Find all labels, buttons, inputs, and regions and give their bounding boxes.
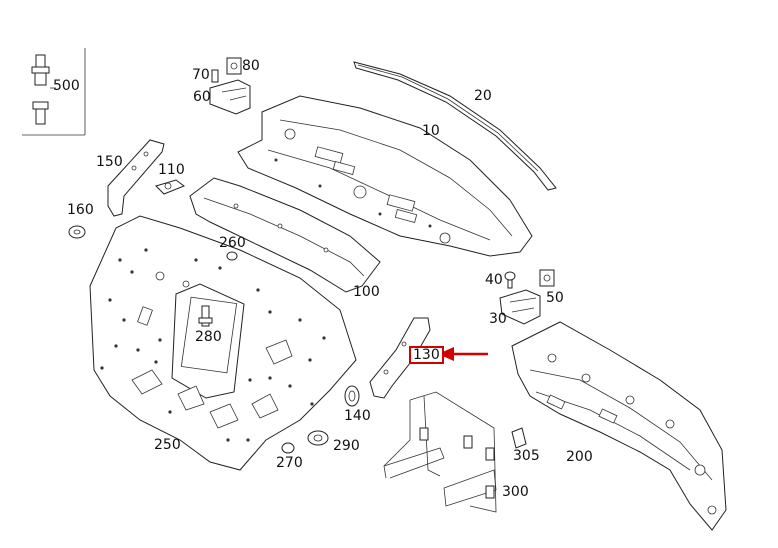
part-20-rail <box>353 61 557 191</box>
part-280-bolt <box>198 305 213 327</box>
part-500-inset <box>22 48 86 136</box>
part-30-bracket <box>499 289 541 325</box>
part-label-200[interactable]: 200 <box>566 449 593 465</box>
part-label-140[interactable]: 140 <box>344 408 371 424</box>
part-label-290[interactable]: 290 <box>333 438 360 454</box>
part-label-110[interactable]: 110 <box>158 162 185 178</box>
part-10-shelf <box>237 95 533 257</box>
part-160-grommet <box>68 225 86 239</box>
part-label-305[interactable]: 305 <box>513 448 540 464</box>
part-label-60[interactable]: 60 <box>193 89 211 105</box>
part-label-300[interactable]: 300 <box>502 484 529 500</box>
part-label-260[interactable]: 260 <box>219 235 246 251</box>
part-40-screw <box>504 271 516 289</box>
part-label-80[interactable]: 80 <box>242 58 260 74</box>
part-305-clip <box>511 427 527 449</box>
part-label-30[interactable]: 30 <box>489 311 507 327</box>
part-60-bracket <box>209 57 251 115</box>
highlight-arrow <box>438 347 488 361</box>
part-label-50[interactable]: 50 <box>546 290 564 306</box>
part-label-500[interactable]: 500 <box>53 78 80 94</box>
part-270-fastener <box>281 442 295 454</box>
part-label-10[interactable]: 10 <box>422 123 440 139</box>
part-260-screw <box>226 251 238 261</box>
part-label-70[interactable]: 70 <box>192 67 210 83</box>
part-50-nut <box>539 269 555 287</box>
part-130-bracket <box>369 317 431 399</box>
part-110-clip <box>155 179 186 195</box>
part-250-panel <box>89 215 357 471</box>
part-290-bushing <box>307 430 329 446</box>
part-label-250[interactable]: 250 <box>154 437 181 453</box>
part-200-panel <box>511 321 727 531</box>
part-label-150[interactable]: 150 <box>96 154 123 170</box>
part-300-frame <box>383 391 497 513</box>
part-label-270[interactable]: 270 <box>276 455 303 471</box>
part-100-crossmember <box>189 177 381 293</box>
part-label-160[interactable]: 160 <box>67 202 94 218</box>
part-label-100[interactable]: 100 <box>353 284 380 300</box>
part-label-40[interactable]: 40 <box>485 272 503 288</box>
part-label-20[interactable]: 20 <box>474 88 492 104</box>
part-label-130-highlighted[interactable]: 130 <box>409 346 444 364</box>
part-140-grommet <box>344 385 360 407</box>
part-label-280[interactable]: 280 <box>195 329 222 345</box>
part-150-bracket <box>107 139 165 217</box>
